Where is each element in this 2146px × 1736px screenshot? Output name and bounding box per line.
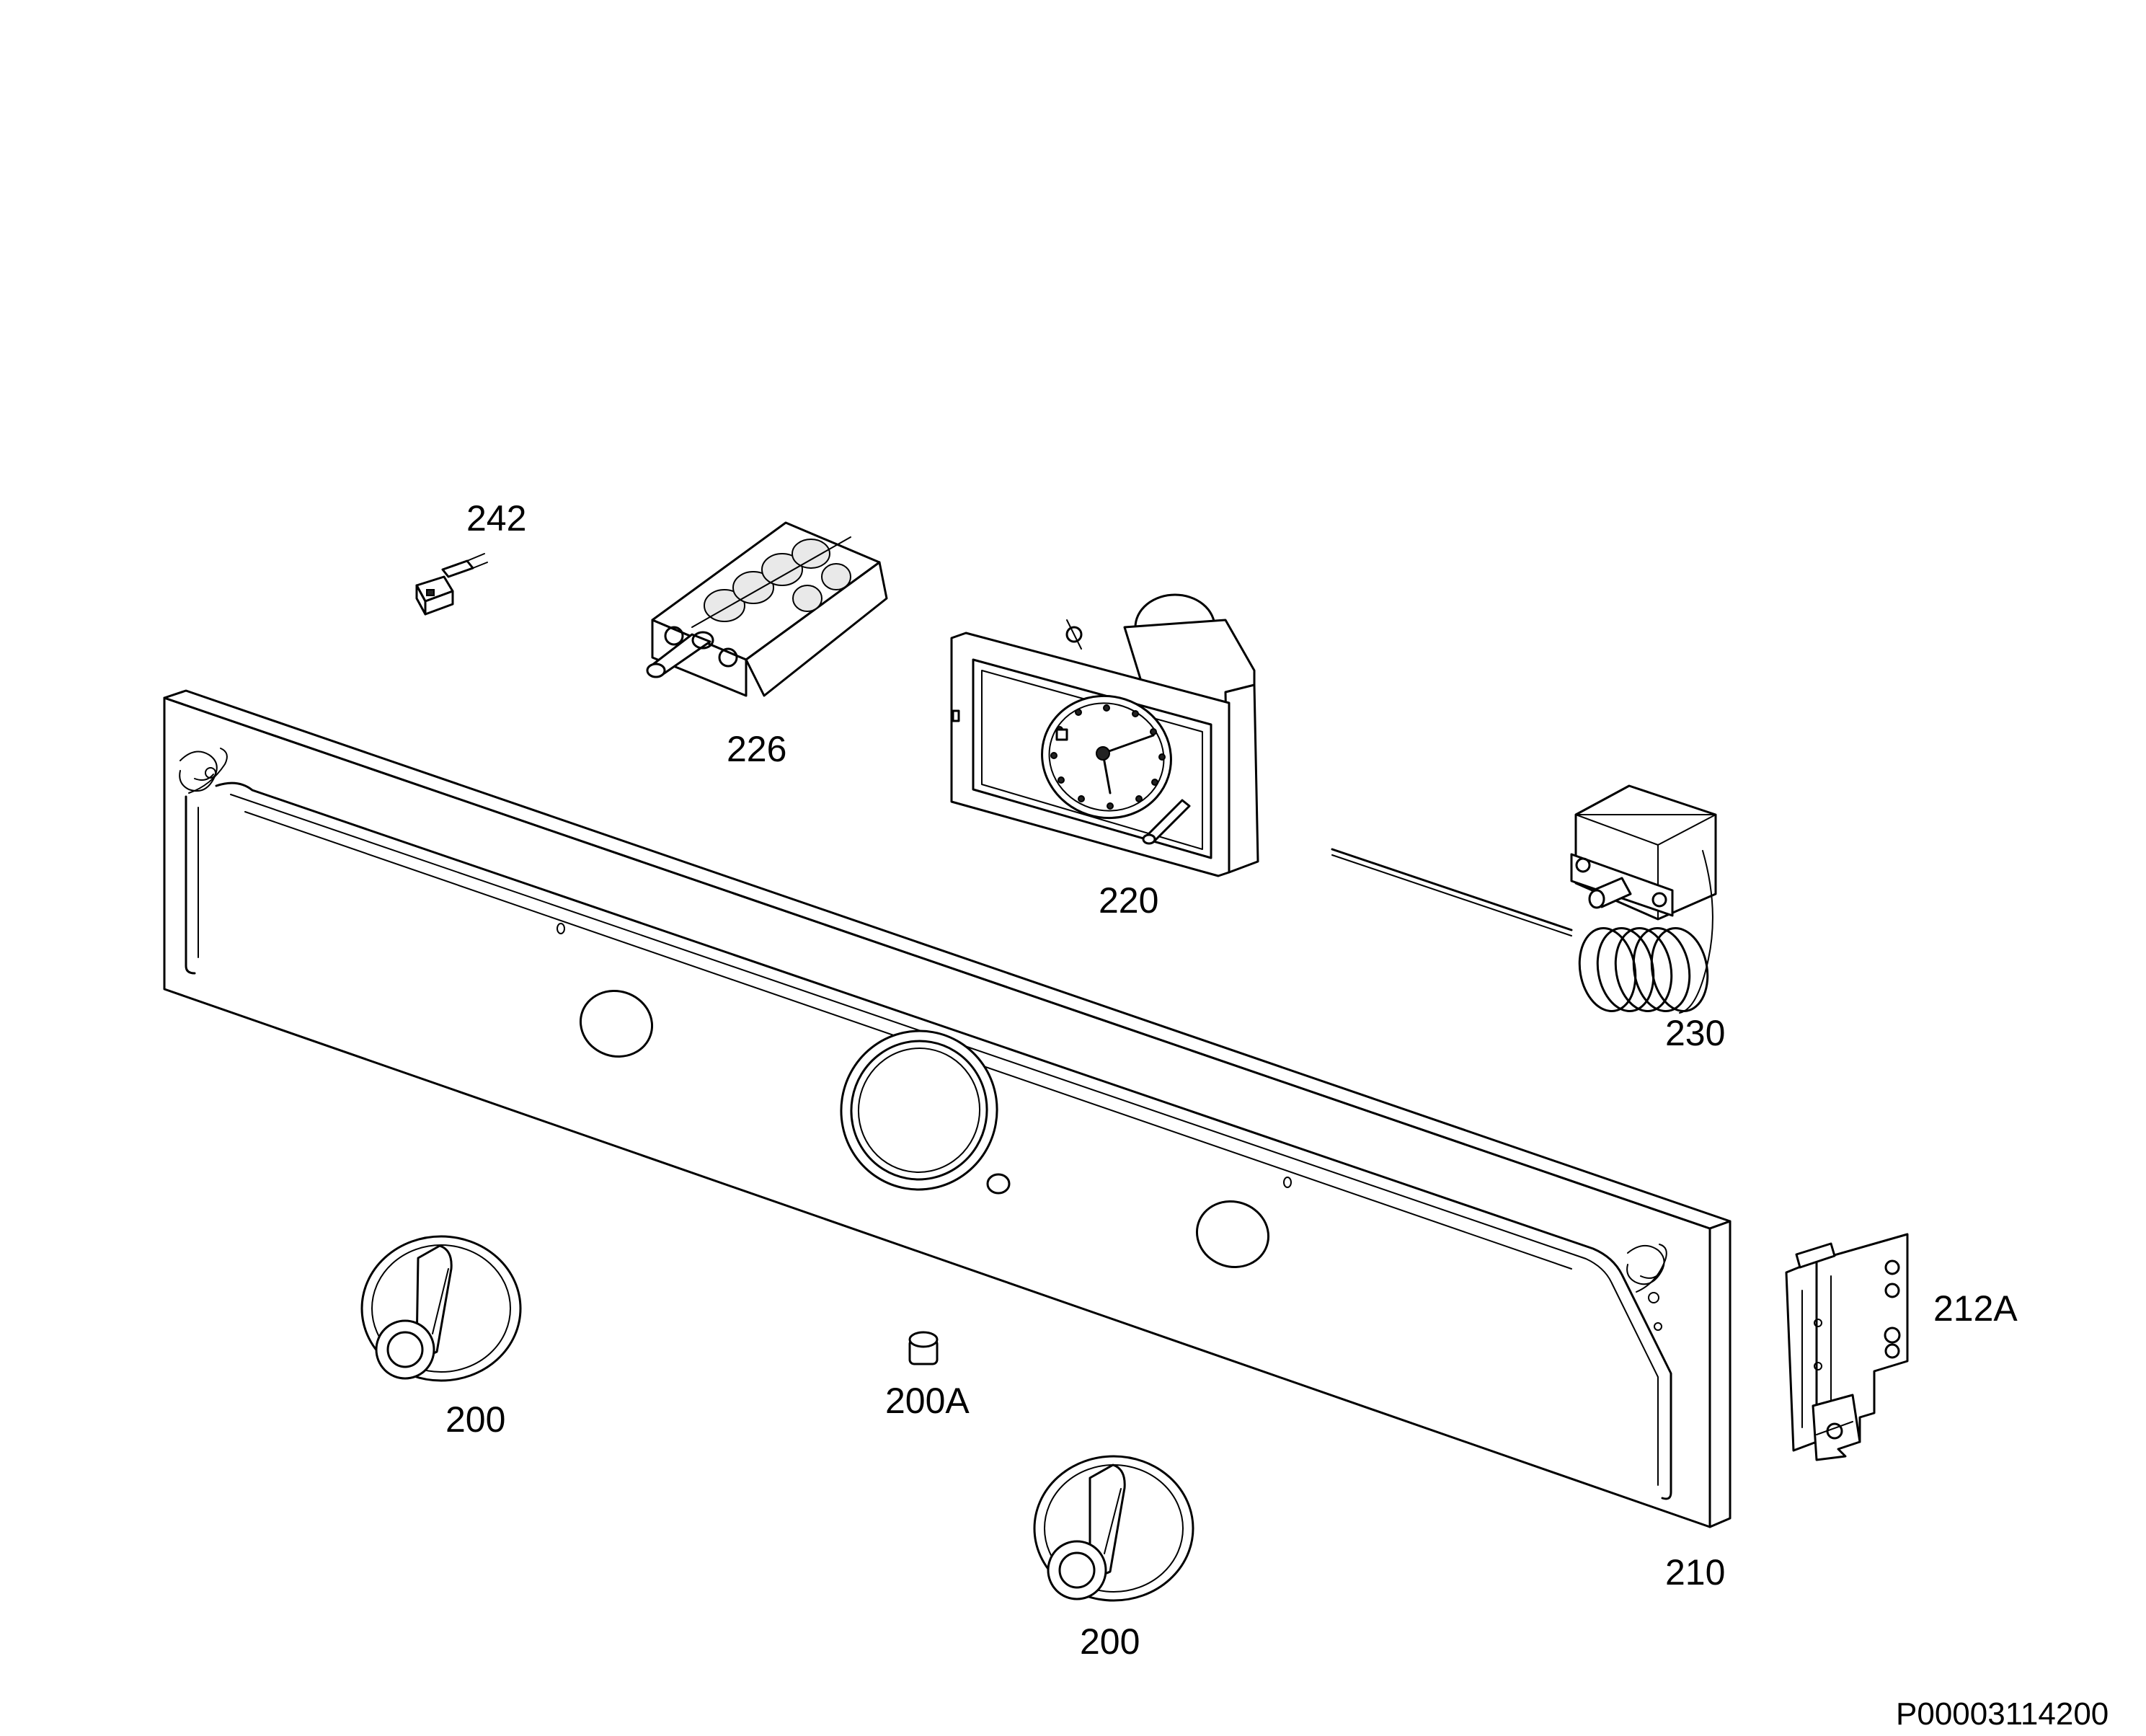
label-242: 242 [466, 498, 526, 539]
connector-242 [415, 553, 488, 616]
control-panel-210 [163, 689, 1732, 1528]
ornament-left [179, 748, 228, 794]
label-212a: 212A [1933, 1288, 2018, 1329]
selector-switch-226 [646, 521, 888, 697]
label-200-left: 200 [445, 1399, 505, 1440]
ornament-right [1626, 1244, 1667, 1331]
label-200a: 200A [885, 1381, 970, 1421]
clock-dial [1041, 694, 1172, 820]
label-226: 226 [727, 729, 786, 769]
document-id: P00003114200 [1896, 1696, 2109, 1732]
label-200-bottom: 200 [1080, 1621, 1140, 1662]
knob-200-left [360, 1235, 522, 1382]
label-230: 230 [1665, 1013, 1725, 1053]
capillary-coil [1578, 927, 1709, 1012]
thermostat-230 [1331, 784, 1717, 1014]
label-220: 220 [1099, 880, 1158, 921]
label-210: 210 [1665, 1552, 1725, 1593]
timer-clock-220 [950, 593, 1259, 877]
button-200a [908, 1331, 939, 1365]
bracket-212a [1785, 1233, 1909, 1461]
cam-stack [691, 536, 851, 628]
knob-200-bottom [1033, 1455, 1194, 1602]
